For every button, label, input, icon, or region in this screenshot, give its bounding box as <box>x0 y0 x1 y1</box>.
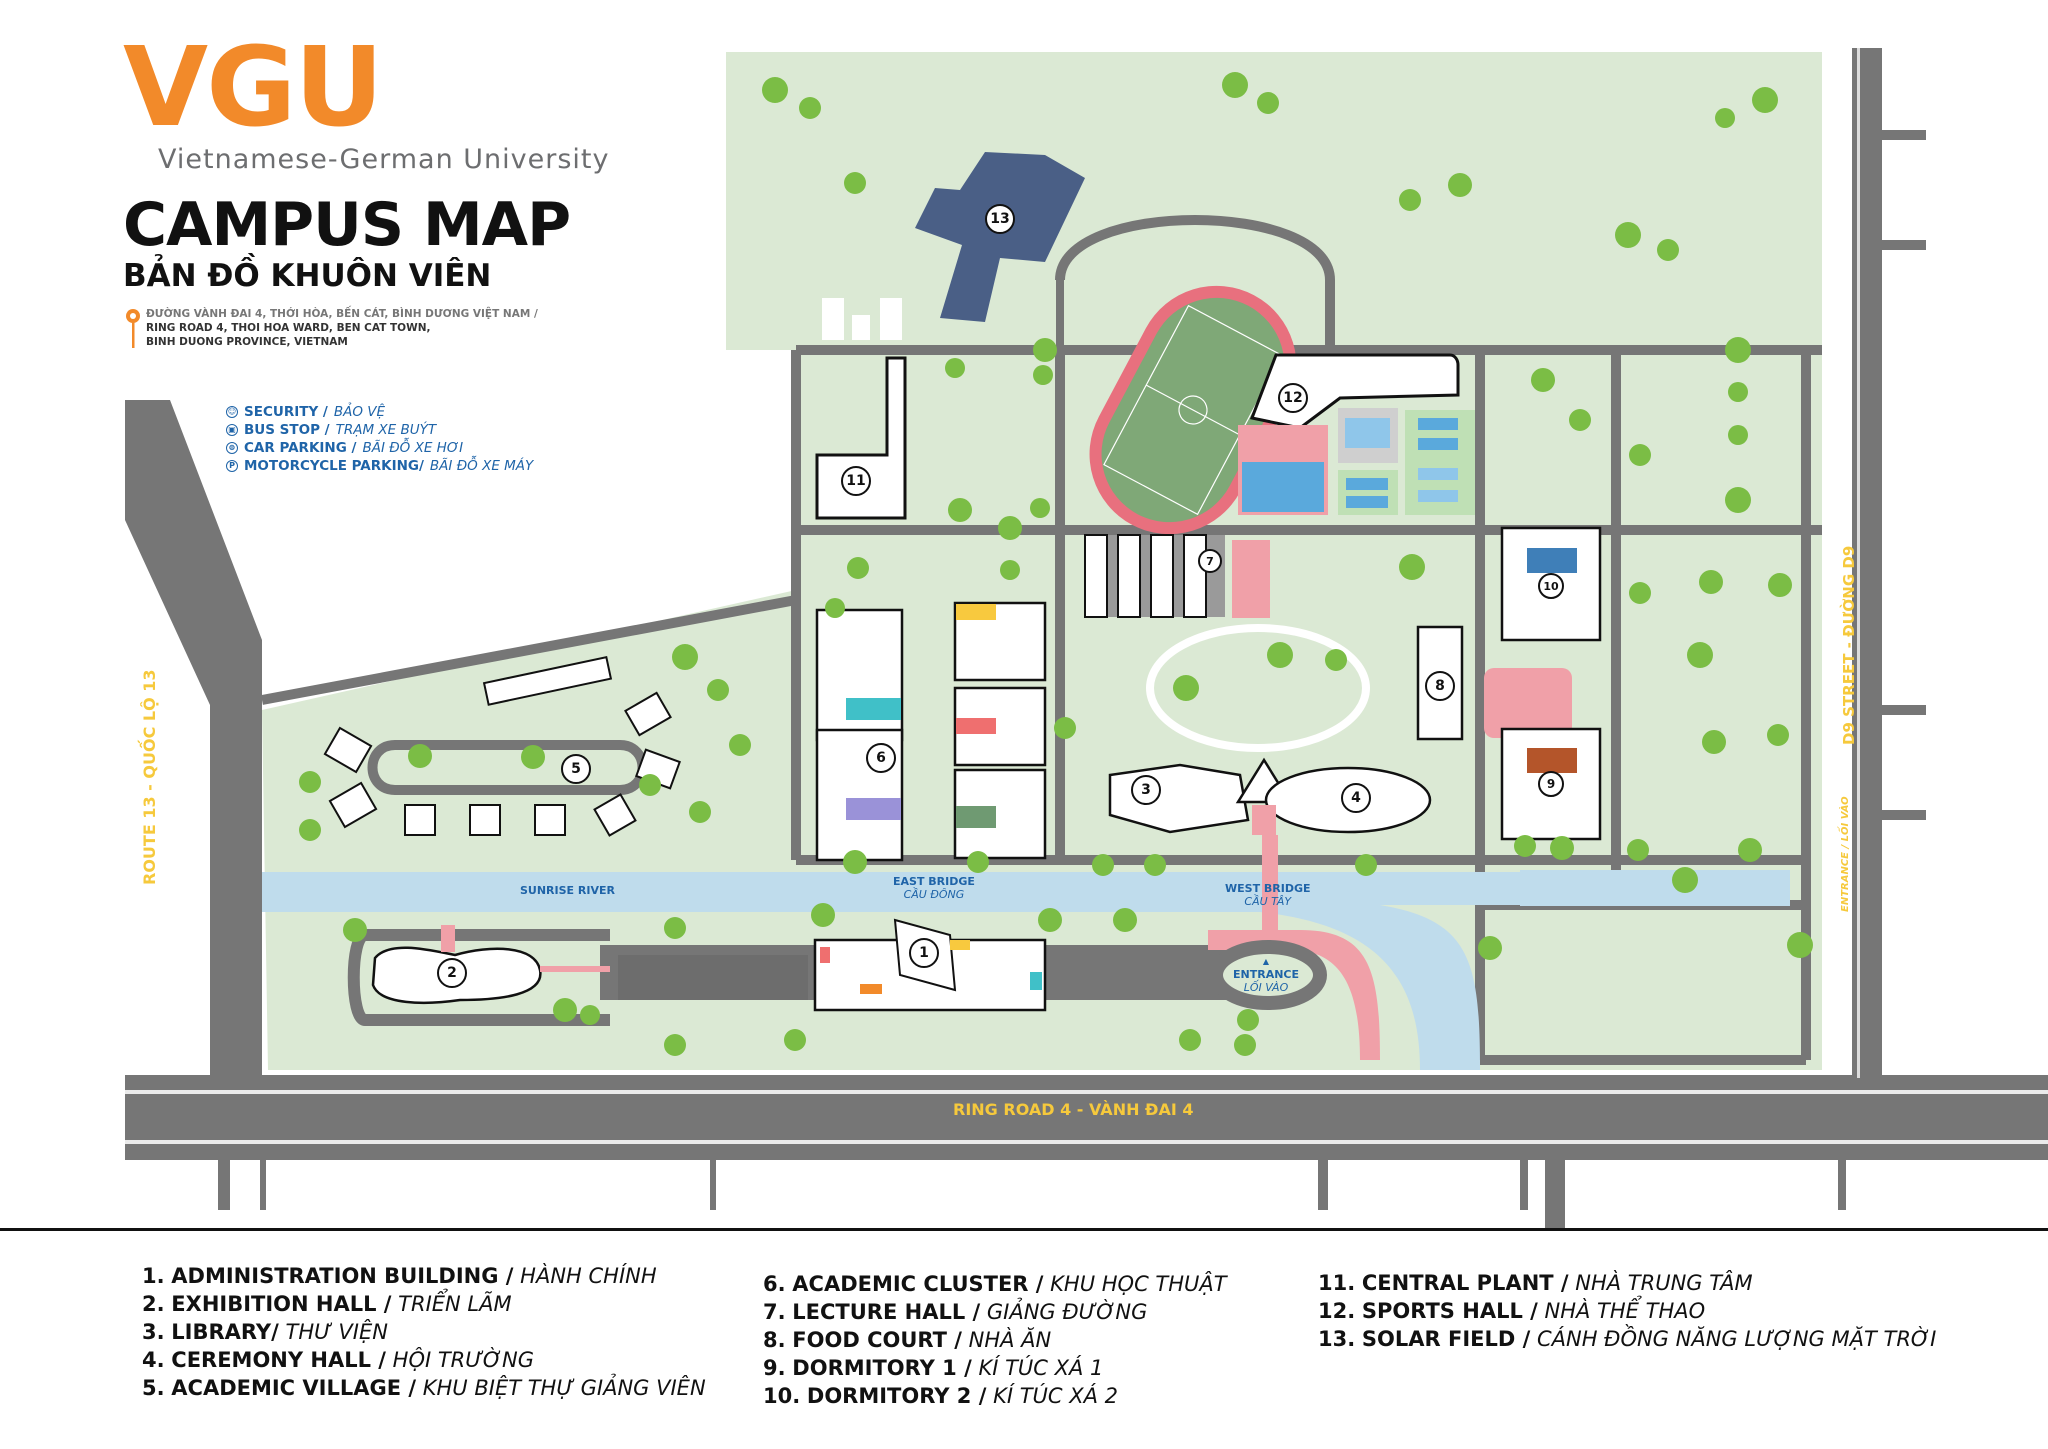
east-bridge-en: EAST BRIDGE <box>893 875 975 888</box>
address-line-2: RING ROAD 4, THOI HOA WARD, BEN CAT TOWN… <box>146 322 431 334</box>
marker-building-8[interactable]: 8 <box>1425 671 1455 701</box>
marker-building-13[interactable]: 13 <box>985 204 1015 234</box>
vgu-logo: VGU <box>123 23 384 151</box>
university-name: Vietnamese-German University <box>158 144 610 175</box>
divider <box>0 1228 2048 1231</box>
entrance-label: ▲ ENTRANCE LỐI VÀO <box>1233 955 1299 994</box>
map-legend: ☺ SECURITY / BẢO VỆ ▣ BUS STOP / TRẠM XE… <box>226 403 533 475</box>
legend-label-vi: BÃI ĐỖ XE MÁY <box>429 458 534 474</box>
building-list-item-6[interactable]: 6. ACADEMIC CLUSTER / KHU HỌC THUẬT <box>763 1272 1227 1296</box>
building-list-column-1: 1. ADMINISTRATION BUILDING / HÀNH CHÍNH … <box>142 1262 706 1402</box>
address-line-1: ĐƯỜNG VÀNH ĐAI 4, THỚI HÒA, BẾN CÁT, BÌN… <box>146 308 538 320</box>
entrance-vi: LỐI VÀO <box>1243 981 1289 994</box>
ring-road-4 <box>125 1075 2048 1160</box>
d9-street-label: D9 STREET - ĐƯỜNG D9 <box>1840 545 1858 745</box>
east-bridge-label: EAST BRIDGE CẦU ĐÔNG <box>893 875 975 901</box>
page-subtitle: BẢN ĐỒ KHUÔN VIÊN <box>123 258 492 294</box>
west-bridge-vi: CẦU TÂY <box>1244 895 1292 908</box>
building-13-solar-field <box>915 152 1085 322</box>
building-3-library <box>1108 763 1250 834</box>
campus-map <box>125 48 2048 1230</box>
bus-stop-icon: ▣ <box>226 424 238 436</box>
building-list-column-2: 6. ACADEMIC CLUSTER / KHU HỌC THUẬT 7. L… <box>763 1270 1227 1410</box>
legend-label: MOTORCYCLE PARKING/ <box>244 458 424 474</box>
campus-grounds <box>262 52 1822 1070</box>
building-list-item-8[interactable]: 8. FOOD COURT / NHÀ ĂN <box>763 1328 1052 1352</box>
legend-label-vi: BÃI ĐỖ XE HƠI <box>362 440 464 456</box>
academic-village-loop <box>367 740 648 795</box>
route-13-label: ROUTE 13 - QUỐC LỘ 13 <box>140 669 159 885</box>
marker-building-11[interactable]: 11 <box>841 466 871 496</box>
trees <box>299 72 1813 1056</box>
legend-label-vi: BẢO VỆ <box>333 404 386 420</box>
legend-motorcycle-parking: P MOTORCYCLE PARKING/ BÃI ĐỖ XE MÁY <box>226 457 533 475</box>
building-list-item-10[interactable]: 10. DORMITORY 2 / KÍ TÚC XÁ 2 <box>763 1384 1119 1408</box>
legend-label: CAR PARKING / <box>244 440 357 456</box>
village-houses <box>323 655 681 837</box>
marker-building-5[interactable]: 5 <box>561 754 591 784</box>
entrance-en: ENTRANCE <box>1233 968 1299 981</box>
building-list-column-3: 11. CENTRAL PLANT / NHÀ TRUNG TÂM 12. SP… <box>1318 1269 1936 1353</box>
building-list-item-1[interactable]: 1. ADMINISTRATION BUILDING / HÀNH CHÍNH <box>142 1264 657 1288</box>
building-list-item-2[interactable]: 2. EXHIBITION HALL / TRIỂN LÃM <box>142 1292 512 1316</box>
legend-label: SECURITY / <box>244 404 328 420</box>
legend-label: BUS STOP / <box>244 422 330 438</box>
building-list-item-7[interactable]: 7. LECTURE HALL / GIẢNG ĐƯỜNG <box>763 1300 1148 1324</box>
legend-security: ☺ SECURITY / BẢO VỆ <box>226 403 533 421</box>
marker-building-9[interactable]: 9 <box>1538 771 1564 797</box>
building-6-academic-cluster <box>815 601 1047 862</box>
legend-label-vi: TRẠM XE BUÝT <box>335 422 437 438</box>
west-bridge-label: WEST BRIDGE CẦU TÂY <box>1225 882 1311 908</box>
d9-entrance-label: ENTRANCE / LỐI VÀO <box>1840 796 1851 912</box>
marker-building-12[interactable]: 12 <box>1278 383 1308 413</box>
legend-bus-stop: ▣ BUS STOP / TRẠM XE BUÝT <box>226 421 533 439</box>
sunrise-river <box>262 872 1750 1070</box>
building-list-item-5[interactable]: 5. ACADEMIC VILLAGE / KHU BIỆT THỰ GIẢNG… <box>142 1376 706 1400</box>
building-list-item-4[interactable]: 4. CEREMONY HALL / HỘI TRƯỜNG <box>142 1348 535 1372</box>
building-12-sports-hall <box>1249 353 1460 430</box>
address: ĐƯỜNG VÀNH ĐAI 4, THỚI HÒA, BẾN CÁT, BÌN… <box>146 307 538 349</box>
river-label: SUNRISE RIVER <box>520 884 615 897</box>
marker-building-2[interactable]: 2 <box>437 958 467 988</box>
marker-building-6[interactable]: 6 <box>866 743 896 773</box>
ring-road-label: RING ROAD 4 - VÀNH ĐAI 4 <box>953 1100 1194 1119</box>
building-list-item-13[interactable]: 13. SOLAR FIELD / CÁNH ĐỒNG NĂNG LƯỢNG M… <box>1318 1327 1937 1351</box>
marker-building-1[interactable]: 1 <box>909 938 939 968</box>
marker-building-3[interactable]: 3 <box>1131 775 1161 805</box>
marker-building-10[interactable]: 10 <box>1538 573 1564 599</box>
motorcycle-parking-icon: P <box>226 460 238 472</box>
west-bridge-en: WEST BRIDGE <box>1225 882 1311 895</box>
building-11-central-plant <box>815 356 907 520</box>
building-list-item-3[interactable]: 3. LIBRARY/ THƯ VIỆN <box>142 1320 388 1344</box>
security-icon: ☺ <box>226 406 238 418</box>
building-10-dormitory-2 <box>1500 526 1602 642</box>
location-pin-icon <box>126 309 140 348</box>
page-title: CAMPUS MAP <box>123 190 571 260</box>
car-parking-icon: ⊜ <box>226 442 238 454</box>
entrance-arrow-icon: ▲ <box>1262 957 1270 966</box>
address-line-3: BINH DUONG PROVINCE, VIETNAM <box>146 336 348 348</box>
marker-building-4[interactable]: 4 <box>1341 783 1371 813</box>
building-list-item-9[interactable]: 9. DORMITORY 1 / KÍ TÚC XÁ 1 <box>763 1356 1104 1380</box>
legend-car-parking: ⊜ CAR PARKING / BÃI ĐỖ XE HƠI <box>226 439 533 457</box>
building-7-lecture-hall <box>1084 534 1270 618</box>
east-bridge-vi: CẦU ĐÔNG <box>903 888 965 901</box>
marker-building-7[interactable]: 7 <box>1198 549 1222 573</box>
route-13-road <box>125 400 262 1090</box>
building-list-item-11[interactable]: 11. CENTRAL PLANT / NHÀ TRUNG TÂM <box>1318 1271 1753 1295</box>
building-list-item-12[interactable]: 12. SPORTS HALL / NHÀ THỂ THAO <box>1318 1299 1706 1323</box>
